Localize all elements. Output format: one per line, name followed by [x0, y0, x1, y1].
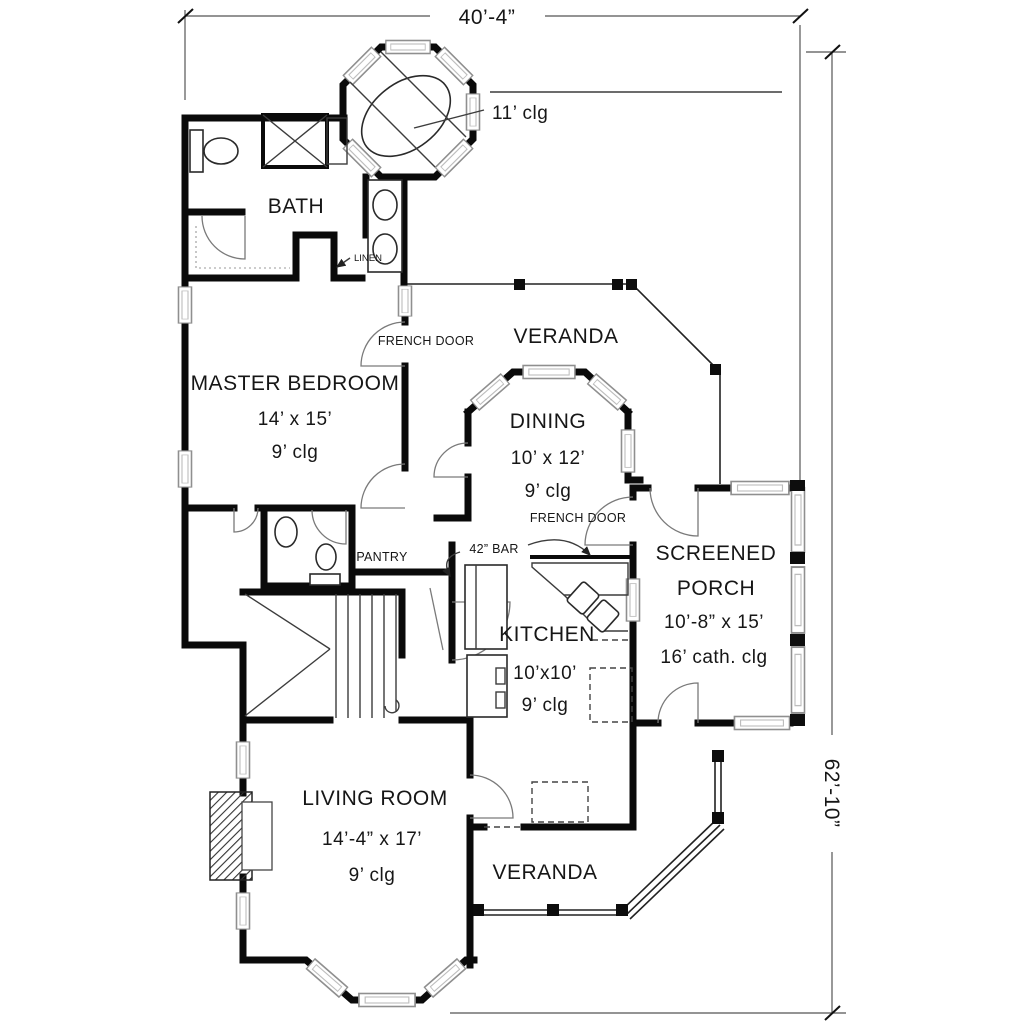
porch-right-screen-1 [790, 486, 806, 554]
porch-bottom-screen [733, 715, 791, 731]
living-bay-window-center [358, 992, 416, 1008]
porch-top-screen [730, 480, 790, 496]
label-master-clg: 9’ clg [272, 442, 319, 463]
kitchen-counters [464, 562, 633, 823]
label-pantry: PANTRY [356, 550, 408, 564]
porch-right-screen-2 [790, 566, 806, 634]
tub [360, 74, 452, 158]
dining-side-window [620, 429, 636, 473]
label-living-size: 14’-4” x 17’ [322, 829, 422, 850]
label-french-door-master: FRENCH DOOR [378, 334, 474, 348]
living-bay-window-right [423, 958, 467, 998]
appliance [531, 781, 589, 823]
label-dining-name: DINING [510, 410, 587, 433]
label-porch-name-2: PORCH [677, 577, 755, 600]
living-window-upper [235, 741, 251, 779]
label-kitchen-clg: 9’ clg [522, 695, 569, 716]
master-window-lower [177, 450, 193, 488]
toilet-bowl [203, 137, 239, 165]
label-veranda-bottom: VERANDA [492, 861, 597, 884]
room-labels: 11’ clg BATH LINEN FRENCH DOOR VERANDA M… [191, 103, 777, 886]
french-door-sidelight [397, 285, 413, 317]
dining-bay-window-center [522, 364, 576, 380]
turret-window-top [385, 39, 431, 55]
living-bay-window-left [305, 958, 349, 998]
label-dining-clg: 9’ clg [525, 481, 572, 502]
porch-outlines [405, 91, 782, 920]
porch-right-screen-3 [790, 646, 806, 714]
staircase [244, 593, 400, 718]
dimension-height-label: 62’-10” [820, 759, 843, 828]
dining-bay-window-right [586, 373, 628, 411]
label-porch-name-1: SCREENED [656, 542, 777, 565]
kitchen-sink-1 [566, 581, 600, 615]
label-porch-size: 10’-8” x 15’ [664, 612, 764, 633]
label-master-name: MASTER BEDROOM [191, 372, 400, 395]
label-kitchen-size: 10’x10’ [513, 663, 577, 684]
label-living-name: LIVING ROOM [302, 787, 448, 810]
label-veranda-top: VERANDA [513, 325, 618, 348]
doors [201, 215, 699, 828]
fixtures [189, 51, 633, 881]
fireplace [209, 791, 273, 881]
dining-bay-window-left [469, 373, 511, 411]
windows [177, 39, 806, 1008]
label-bar: 42” BAR [469, 542, 518, 556]
leaders [335, 109, 591, 578]
master-window-upper [177, 286, 193, 324]
vanity-sink-2 [372, 233, 398, 265]
label-turret-ceiling: 11’ clg [492, 103, 548, 124]
dimension-width-label: 40’-4” [459, 6, 516, 29]
walls [181, 43, 794, 1004]
powder-toilet [274, 516, 298, 548]
dimension-lines: 40’-4” 62’-10” [177, 6, 846, 1021]
label-linen: LINEN [354, 253, 382, 264]
turret-window-ne [434, 46, 474, 86]
label-french-door-dining: FRENCH DOOR [530, 511, 626, 525]
label-dining-size: 10’ x 12’ [511, 448, 586, 469]
refrigerator [589, 667, 633, 723]
label-bath: BATH [268, 195, 324, 218]
label-kitchen-name: KITCHEN [499, 623, 595, 646]
label-master-size: 14’ x 15’ [258, 409, 333, 430]
turret-window-nw [342, 46, 382, 86]
turret-window-se [434, 138, 474, 178]
label-living-clg: 9’ clg [349, 865, 396, 886]
living-window-lower [235, 892, 251, 930]
toilet-tank [189, 129, 204, 173]
vanity-sink-1 [372, 189, 398, 221]
kitchen-sink-2 [586, 599, 620, 633]
label-porch-clg: 16’ cath. clg [660, 647, 767, 668]
powder-sink [315, 543, 337, 571]
